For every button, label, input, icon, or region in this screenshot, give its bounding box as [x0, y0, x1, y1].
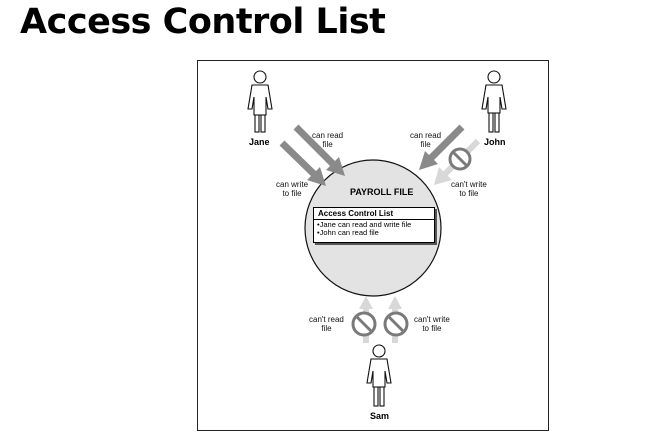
acl-title: Access Control List — [318, 209, 394, 218]
acl-entry-jane: •Jane can read and write file — [317, 220, 412, 229]
acl-entry-john: •John can read file — [317, 228, 379, 237]
sam-figure-icon — [366, 344, 392, 407]
john-figure-icon — [481, 70, 507, 133]
jane-read-arrow — [293, 124, 345, 176]
sam-read-blocked-icon — [351, 311, 377, 337]
john-write-blocked-icon — [448, 147, 472, 171]
page-title: Access Control List — [20, 2, 386, 42]
payroll-file-title: PAYROLL FILE — [350, 187, 414, 197]
sam-write-blocked-icon — [383, 311, 409, 337]
acl-divider — [314, 219, 434, 220]
diagram-graphics — [247, 70, 507, 407]
jane-write-arrow — [279, 140, 326, 186]
sam-name: Sam — [370, 411, 390, 421]
john-name: John — [484, 137, 506, 147]
jane-name: Jane — [249, 137, 270, 147]
acl-box: Access Control List •Jane can read and w… — [313, 207, 435, 243]
john-read-arrow — [419, 124, 465, 170]
access-control-diagram: PAYROLL FILE Access Control List •Jane c… — [197, 60, 549, 431]
jane-figure-icon — [247, 70, 273, 133]
